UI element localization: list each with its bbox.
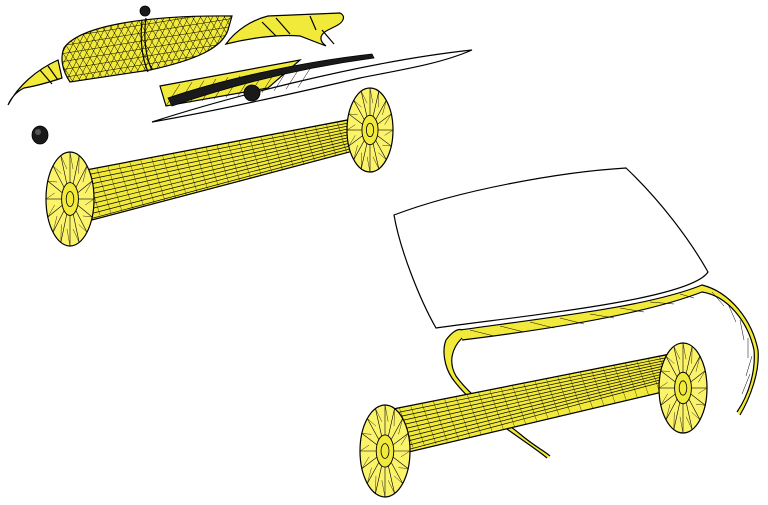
windshield-seal-strip xyxy=(443,284,759,459)
wiper-motor-knob xyxy=(243,84,261,102)
wiper-cowl-panel xyxy=(151,49,473,123)
spool-lower xyxy=(359,342,708,498)
spool-upper xyxy=(45,87,394,247)
windshield-glass xyxy=(393,167,709,329)
grille-emblem xyxy=(139,5,151,17)
left-headlamp xyxy=(7,59,63,106)
wiper-blade xyxy=(167,53,375,107)
right-headlamp xyxy=(224,12,345,47)
small-bushing xyxy=(31,125,49,145)
